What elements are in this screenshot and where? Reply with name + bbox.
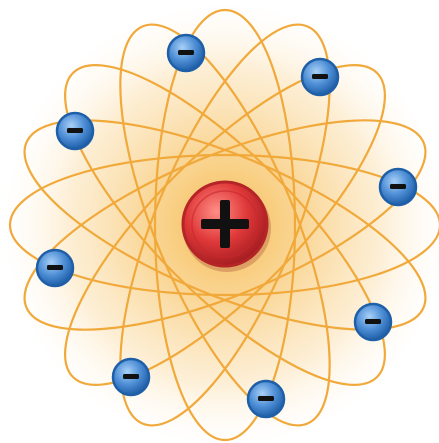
electron [168,35,204,71]
electron-minus-icon [67,128,83,133]
electron-minus-icon [390,184,406,189]
electron-minus-icon [365,319,381,324]
electron-minus-icon [178,50,194,55]
electron [380,169,416,205]
electron [113,359,149,395]
electron-minus-icon [47,265,63,270]
electron [57,113,93,149]
electron [302,59,338,95]
electron-minus-icon [258,396,274,401]
electron-minus-icon [123,374,139,379]
electron [37,250,73,286]
electron-minus-icon [312,74,328,79]
electron [355,304,391,340]
nucleus [183,182,271,272]
electron [248,381,284,417]
